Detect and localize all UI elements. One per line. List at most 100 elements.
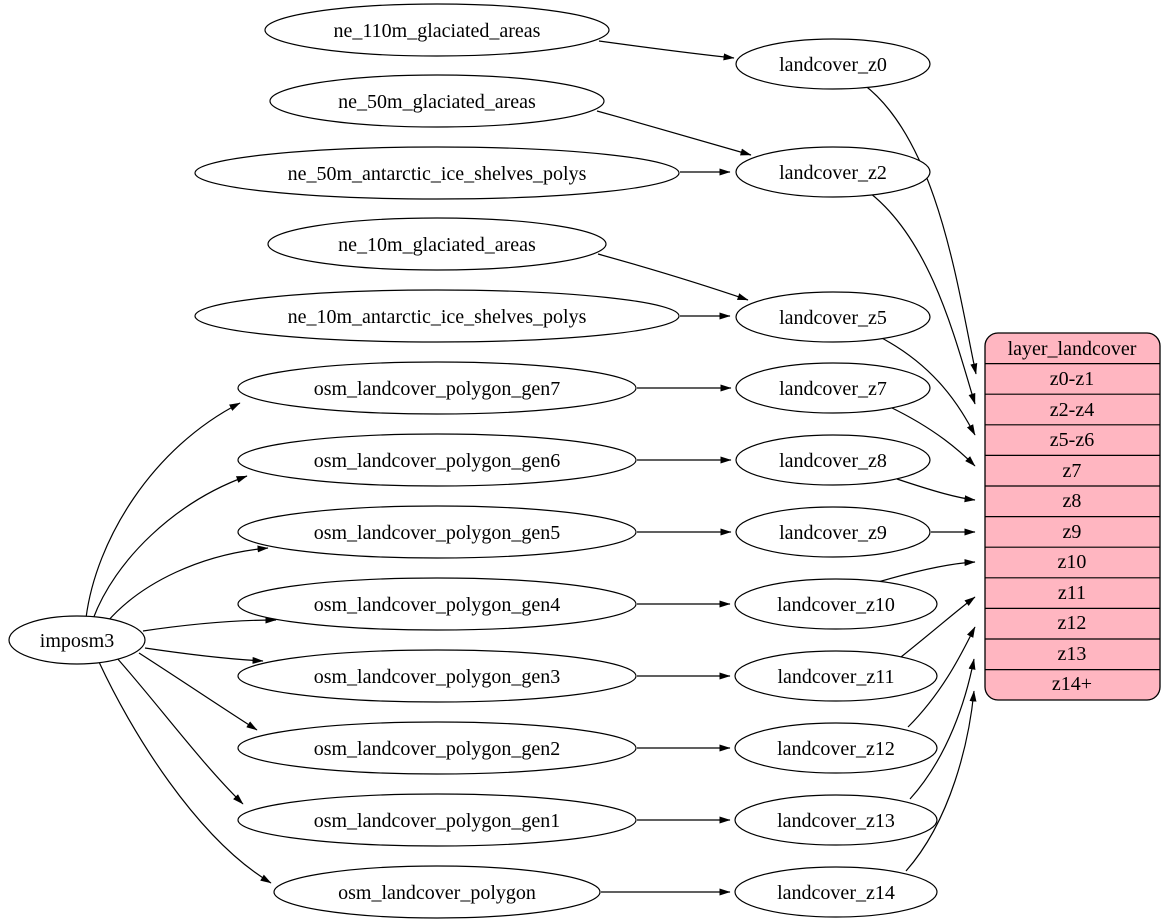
node-landcover-z12: landcover_z12 (734, 722, 938, 774)
node-shape (735, 362, 931, 414)
edge-z12-to-row-z12 (907, 626, 976, 728)
table-row-z8: z8 (1063, 490, 1082, 512)
node-shape (269, 74, 605, 128)
node-label: osm_landcover_polygon_gen4 (314, 594, 561, 616)
edge-ne110m-to-z0 (598, 40, 735, 61)
node-osm-landcover-polygon-gen2: osm_landcover_polygon_gen2 (237, 721, 637, 775)
node-shape (237, 721, 637, 775)
edge-imposm3-to-gen4 (142, 616, 277, 632)
node-label: landcover_z13 (777, 810, 895, 832)
table-title: layer_landcover (1008, 338, 1137, 360)
node-shape (735, 146, 931, 198)
node-label: ne_50m_glaciated_areas (338, 91, 536, 113)
node-label: osm_landcover_polygon_gen7 (314, 378, 561, 400)
node-label: osm_landcover_polygon_gen3 (314, 666, 561, 688)
edge-ne50m-glaciated-to-z2 (596, 110, 752, 156)
node-shape (264, 3, 610, 57)
edge-imposm3-to-osm-landcover-polygon (98, 661, 272, 884)
node-osm-landcover-polygon: osm_landcover_polygon (273, 865, 601, 919)
edge-ne10m-glaciated-to-z5 (597, 253, 749, 301)
node-landcover-z14: landcover_z14 (734, 866, 938, 918)
node-shape (735, 38, 931, 90)
node-label: landcover_z10 (777, 594, 895, 616)
edge-z0-to-row-z0-z1 (862, 83, 978, 375)
node-label: landcover_z5 (779, 307, 887, 329)
table-row-z14plus: z14+ (1052, 673, 1092, 695)
node-shape (194, 146, 680, 200)
node-landcover-z10: landcover_z10 (734, 578, 938, 630)
node-landcover-z5: landcover_z5 (735, 291, 931, 343)
node-shape (734, 578, 938, 630)
node-shape (237, 649, 637, 703)
node-shape (267, 217, 607, 271)
node-label: imposm3 (40, 630, 114, 652)
edge-z2-to-row-z2-z4 (869, 192, 976, 405)
node-label: landcover_z11 (778, 666, 895, 688)
node-shape (273, 865, 601, 919)
node-shape (194, 289, 680, 343)
node-osm-landcover-polygon-gen4: osm_landcover_polygon_gen4 (237, 577, 637, 631)
edge-imposm3-to-gen2 (138, 652, 258, 731)
node-label: ne_10m_antarctic_ice_shelves_polys (288, 306, 587, 328)
edge-imposm3-to-gen3 (144, 647, 264, 664)
node-shape (237, 577, 637, 631)
node-shape (735, 434, 931, 486)
node-imposm3: imposm3 (8, 615, 146, 665)
node-label: landcover_z12 (777, 738, 895, 760)
table-row-z7: z7 (1063, 460, 1082, 482)
node-shape (237, 793, 637, 847)
node-osm-landcover-polygon-gen3: osm_landcover_polygon_gen3 (237, 649, 637, 703)
node-label: osm_landcover_polygon_gen2 (314, 738, 561, 760)
node-shape (237, 433, 637, 487)
node-ne-110m-glaciated-areas: ne_110m_glaciated_areas (264, 3, 610, 57)
node-osm-landcover-polygon-gen6: osm_landcover_polygon_gen6 (237, 433, 637, 487)
node-label: landcover_z14 (777, 882, 895, 904)
node-ne-10m-antarctic-ice-shelves-polys: ne_10m_antarctic_ice_shelves_polys (194, 289, 680, 343)
node-label: landcover_z8 (779, 450, 887, 472)
node-osm-landcover-polygon-gen5: osm_landcover_polygon_gen5 (237, 505, 637, 559)
node-landcover-z2: landcover_z2 (735, 146, 931, 198)
node-shape (237, 361, 637, 415)
edge-z14-to-row-z14plus (905, 690, 977, 872)
node-label: osm_landcover_polygon_gen5 (314, 522, 561, 544)
record-table-layer-landcover: layer_landcover z0-z1 z2-z4 z5-z6 z7 z8 … (984, 332, 1161, 701)
edge-z11-to-row-z11 (900, 596, 976, 658)
node-landcover-z13: landcover_z13 (734, 794, 938, 846)
node-shape (734, 794, 938, 846)
node-ne-50m-glaciated-areas: ne_50m_glaciated_areas (269, 74, 605, 128)
node-label: landcover_z7 (779, 378, 887, 400)
node-shape (8, 615, 146, 665)
node-landcover-z8: landcover_z8 (735, 434, 931, 486)
node-label: osm_landcover_polygon_gen1 (314, 810, 561, 832)
edge-imposm3-to-gen5 (106, 545, 269, 623)
node-ne-10m-glaciated-areas: ne_10m_glaciated_areas (267, 217, 607, 271)
table-row-z12: z12 (1058, 612, 1087, 634)
edge-imposm3-to-gen6 (92, 475, 248, 620)
edge-z10-to-row-z10 (877, 559, 976, 583)
node-landcover-z11: landcover_z11 (734, 650, 938, 702)
node-shape (237, 505, 637, 559)
node-label: ne_110m_glaciated_areas (334, 20, 541, 42)
edges (85, 40, 978, 896)
node-shape (734, 650, 938, 702)
table-row-z5-z6: z5-z6 (1050, 429, 1094, 451)
node-label: osm_landcover_polygon (338, 882, 536, 904)
edge-z5-to-row-z5-z6 (877, 335, 976, 436)
edge-z8-to-row-z8 (896, 478, 976, 503)
table-row-z10: z10 (1058, 551, 1087, 573)
node-label: landcover_z9 (779, 522, 887, 544)
edge-z7-to-row-z7 (887, 405, 976, 467)
edge-imposm3-to-gen7 (85, 402, 241, 619)
table-row-z0-z1: z0-z1 (1050, 368, 1094, 390)
node-label: landcover_z2 (779, 162, 887, 184)
edge-z13-to-row-z13 (909, 658, 976, 800)
node-landcover-z9: landcover_z9 (735, 506, 931, 558)
node-shape (735, 291, 931, 343)
table-row-z9: z9 (1063, 521, 1082, 543)
node-label: osm_landcover_polygon_gen6 (314, 450, 561, 472)
node-label: landcover_z0 (779, 54, 887, 76)
node-label: ne_10m_glaciated_areas (338, 234, 536, 256)
node-landcover-z7: landcover_z7 (735, 362, 931, 414)
